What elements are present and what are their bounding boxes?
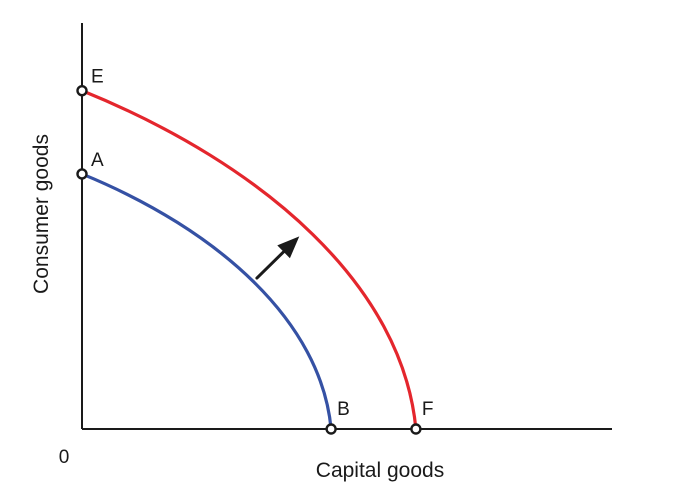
ppf-curve-ef xyxy=(80,89,418,431)
shift-arrow-shaft xyxy=(255,248,288,280)
point-b-marker xyxy=(325,423,337,435)
ppf-curve-ab xyxy=(80,172,333,431)
x-axis-title: Capital goods xyxy=(316,459,444,482)
point-a-marker xyxy=(76,168,88,180)
point-f-marker xyxy=(410,423,422,435)
point-e-label: E xyxy=(91,67,104,88)
y-axis-title: Consumer goods xyxy=(30,134,53,294)
point-e-marker xyxy=(76,84,88,97)
axes xyxy=(81,23,612,430)
curve-endpoints: A B E F xyxy=(76,67,434,435)
point-f-label: F xyxy=(422,399,434,420)
ppf-curves xyxy=(80,89,418,431)
point-b-label: B xyxy=(337,399,350,420)
shift-arrow-head xyxy=(277,236,300,259)
origin-label: 0 xyxy=(59,447,70,468)
point-a-label: A xyxy=(91,150,104,171)
shift-arrow xyxy=(255,236,300,280)
